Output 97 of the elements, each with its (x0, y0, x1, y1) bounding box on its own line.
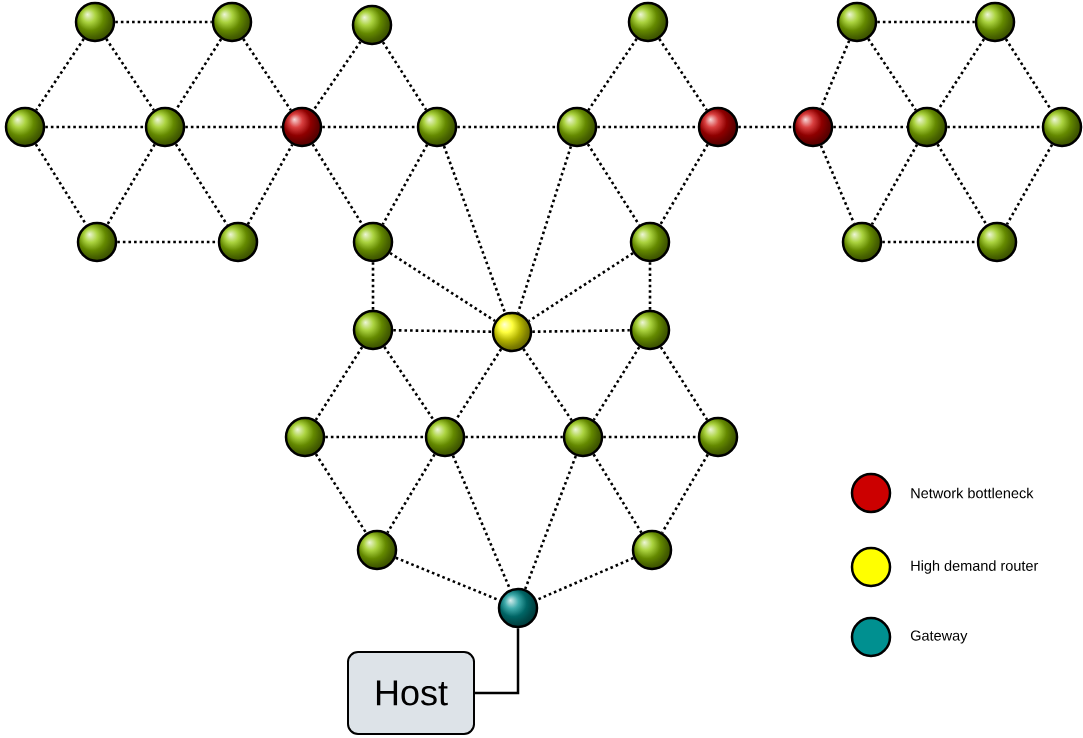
connector-line (475, 628, 520, 695)
network-node (74, 1, 116, 43)
dotted-link (383, 346, 435, 421)
dotted-link (882, 240, 977, 244)
dotted-link (587, 38, 638, 111)
dotted-link (389, 251, 496, 323)
dotted-link (442, 145, 507, 314)
network-node (76, 221, 118, 263)
network-node (491, 311, 533, 353)
network-node (792, 106, 834, 148)
network-node (284, 416, 326, 458)
host-box: Host (347, 651, 475, 735)
network-node (351, 4, 393, 46)
network-node (352, 221, 394, 263)
dotted-link (659, 143, 709, 226)
dotted-link (936, 38, 986, 111)
dotted-link (592, 346, 641, 421)
dotted-link (174, 38, 223, 111)
network-node (356, 529, 398, 571)
dotted-link (870, 144, 919, 225)
dotted-link (106, 143, 156, 226)
dotted-link (454, 348, 503, 421)
dotted-link (586, 143, 641, 226)
network-node (629, 309, 671, 351)
dotted-link (659, 346, 709, 421)
dotted-link (117, 240, 218, 244)
dotted-link (867, 38, 917, 111)
network-node (697, 106, 739, 148)
dotted-link (325, 435, 425, 439)
network-node (974, 1, 1016, 43)
network-node (629, 221, 671, 263)
dotted-link (311, 143, 364, 226)
network-node (1041, 106, 1083, 148)
network-node (424, 416, 466, 458)
dotted-link (115, 20, 212, 24)
dotted-link (597, 125, 698, 129)
dotted-link (312, 40, 362, 112)
dotted-link (833, 125, 907, 129)
dotted-link (381, 41, 428, 111)
dotted-link (371, 262, 375, 310)
dotted-link (35, 38, 85, 111)
dotted-link (246, 144, 294, 225)
dotted-link (819, 40, 851, 109)
network-node (631, 529, 673, 571)
network-node (697, 416, 739, 458)
dotted-link (1005, 144, 1054, 225)
dotted-link (592, 453, 643, 534)
network-node (281, 106, 323, 148)
dotted-link (536, 556, 634, 602)
dotted-link (34, 143, 88, 226)
dotted-link (819, 145, 856, 224)
dotted-link (532, 329, 630, 333)
dotted-link (105, 38, 155, 111)
dotted-link (524, 455, 578, 590)
dotted-link (947, 125, 1042, 129)
network-node (906, 106, 948, 148)
network-node (416, 106, 458, 148)
dotted-link (386, 453, 436, 534)
dotted-link (174, 143, 229, 226)
network-node (562, 416, 604, 458)
dotted-link (451, 455, 512, 590)
dotted-link (648, 262, 652, 310)
dotted-link (738, 125, 793, 129)
dotted-link (395, 556, 500, 602)
dotted-link (457, 125, 557, 129)
dotted-link (45, 125, 145, 129)
dotted-link (661, 453, 709, 534)
network-node (841, 221, 883, 263)
dotted-link (393, 329, 492, 333)
dotted-link (603, 435, 698, 439)
dotted-link (1004, 38, 1053, 111)
network-node (497, 587, 539, 629)
network-node (836, 1, 878, 43)
dotted-link (936, 143, 988, 226)
dotted-link (516, 145, 573, 314)
network-node (976, 221, 1018, 263)
network-node (211, 1, 253, 43)
dotted-link (528, 251, 634, 323)
network-node (217, 221, 259, 263)
legend-label: Network bottleneck (911, 487, 1034, 499)
network-node (144, 106, 186, 148)
dotted-link (658, 38, 708, 111)
network-node (4, 106, 46, 148)
dotted-link (465, 435, 563, 439)
dotted-link (185, 125, 282, 129)
dotted-link (314, 453, 368, 534)
network-node (627, 1, 669, 43)
dotted-link (322, 125, 417, 129)
legend-label: High demand router (911, 560, 1039, 574)
network-node (352, 309, 394, 351)
dotted-link (242, 38, 292, 111)
network-node (556, 106, 598, 148)
dotted-link (314, 346, 364, 421)
dotted-link (877, 20, 975, 24)
dotted-link (522, 348, 573, 421)
dotted-link (381, 144, 429, 225)
legend-label: Gateway (910, 630, 968, 644)
